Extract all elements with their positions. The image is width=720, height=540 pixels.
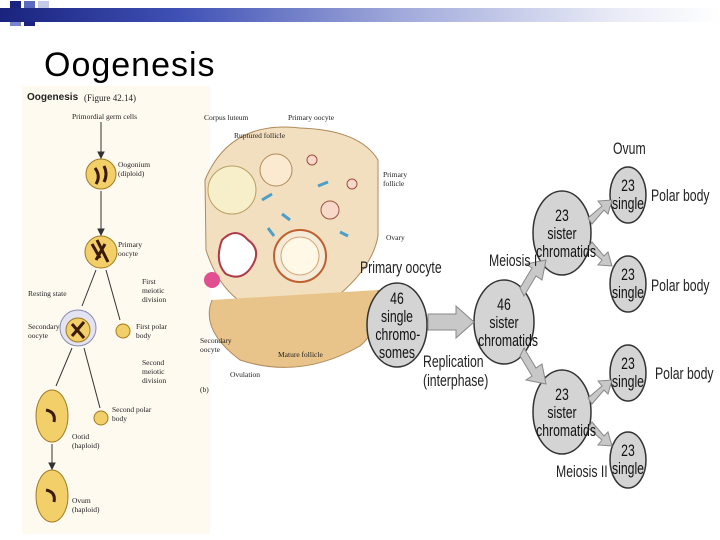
oogenesis-stage-arrows [48, 122, 121, 471]
label-primary-follicle: Primary follicle [383, 170, 408, 188]
cell-23-single-2: 23 single [612, 265, 644, 302]
title-accent-bar [0, 8, 720, 22]
label-ovum-haploid: Ovum (haploid) [72, 496, 100, 514]
label-primary-oocyte-ovary: Primary oocyte [288, 113, 335, 122]
label-primary-oocyte-schematic: Primary oocyte [360, 258, 442, 277]
ovary-illustration [204, 126, 379, 368]
schematic-arrows [427, 199, 613, 447]
slide-title: Oogenesis [44, 46, 216, 84]
label-meiosis-ii: Meiosis II [556, 462, 608, 481]
label-corpus-luteum: Corpus luteum [204, 113, 249, 122]
cell-23-single-3: 23 single [612, 354, 644, 391]
label-mature-follicle: Mature follicle [278, 350, 323, 359]
label-polar-body-2: Polar body [651, 276, 710, 295]
cell-23-single-1: 23 single [612, 176, 644, 213]
label-resting-state: Resting state [28, 289, 67, 298]
left-panel-header: Oogenesis [27, 92, 79, 103]
cell-46-single: 46 single chromo- somes [375, 289, 421, 362]
label-second-meiotic-division: Second meiotic division [142, 358, 167, 385]
cell-46-sister: 46 sister chromatids [478, 295, 538, 350]
label-polar-body-1: Polar body [651, 186, 710, 205]
label-primordial-germ-cells: Primordial germ cells [72, 112, 137, 121]
oogenesis-textbook-figure [22, 86, 210, 534]
label-first-meiotic-division: First meiotic division [142, 277, 167, 304]
figure-reference: (Figure 42.14) [84, 93, 136, 103]
label-replication: Replication (interphase) [423, 352, 489, 390]
schematic-cells [366, 166, 647, 489]
label-ovum: Ovum [613, 139, 646, 158]
label-meiosis-i: Meiosis I [489, 251, 538, 270]
label-first-polar-body: First polar body [136, 322, 168, 340]
cell-23-single-4: 23 single [612, 441, 644, 478]
label-secondary-oocyte: Secondary oocyte [28, 322, 60, 340]
cell-23-sister-top: 23 sister chromatids [536, 206, 596, 261]
label-ruptured-follicle: Ruptured follicle [234, 131, 286, 140]
label-ovary: Ovary [386, 233, 405, 242]
label-primary-oocyte: Primary oocyte [118, 240, 143, 258]
label-oogonium: Oogonium (diploid) [118, 160, 151, 178]
label-polar-body-3: Polar body [655, 364, 714, 383]
cell-23-sister-bottom: 23 sister chromatids [536, 385, 596, 440]
label-ovulation: Ovulation [230, 370, 260, 379]
label-ootid: Ootid (haploid) [72, 432, 100, 450]
label-secondary-oocyte-ovary: Secondary oocyte [200, 336, 232, 354]
label-second-polar-body: Second polar body [112, 405, 152, 423]
oogenesis-stage-cells [35, 158, 131, 523]
label-panel-b: (b) [200, 385, 209, 394]
